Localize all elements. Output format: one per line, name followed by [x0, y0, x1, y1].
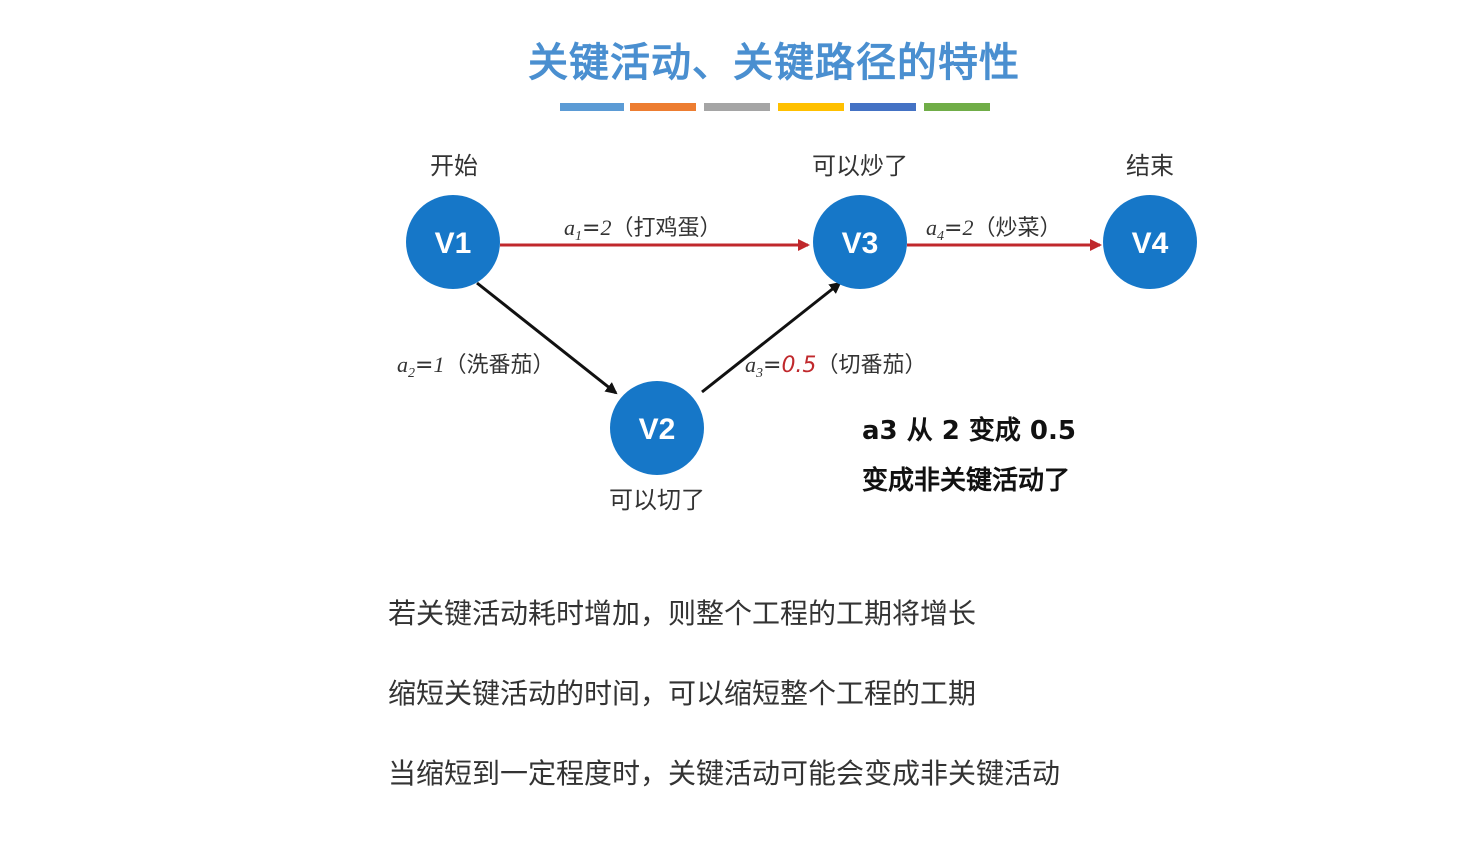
node-v4-caption: 结束: [1126, 152, 1174, 180]
property-text-2: 缩短关键活动的时间，可以缩短整个工程的工期: [388, 677, 977, 710]
node-v1: V1: [406, 195, 500, 289]
color-strip-segment: [630, 103, 696, 111]
node-v2: V2: [610, 381, 704, 475]
color-strip-segment: [778, 103, 844, 111]
edge-v1-v2: [476, 281, 618, 395]
edge-label-a2: a2=1（洗番茄）: [397, 352, 554, 381]
node-v2-label: V2: [639, 413, 676, 446]
node-v2-caption: 可以切了: [609, 486, 705, 514]
color-strip-segment: [850, 103, 916, 111]
color-strip-segment: [924, 103, 990, 111]
property-text-3: 当缩短到一定程度时，关键活动可能会变成非关键活动: [388, 757, 1061, 790]
edge-label-a3: a3=0.5（切番茄）: [745, 352, 926, 381]
node-v4: V4: [1103, 195, 1197, 289]
property-text-1: 若关键活动耗时增加，则整个工程的工期将增长: [388, 597, 977, 630]
node-v1-caption: 开始: [430, 152, 478, 180]
edge-v2-v3: [701, 281, 842, 394]
node-v1-label: V1: [435, 227, 472, 260]
page-title: 关键活动、关键路径的特性: [528, 40, 1020, 86]
edge-label-a1: a1=2（打鸡蛋）: [564, 215, 721, 244]
node-v3: V3: [813, 195, 907, 289]
color-strip-segment: [560, 103, 624, 111]
node-v3-label: V3: [842, 227, 879, 260]
note-line-2: 变成非关键活动了: [862, 466, 1071, 496]
color-strip-segment: [704, 103, 770, 111]
note-line-1: a3 从 2 变成 0.5: [862, 416, 1076, 446]
node-v3-caption: 可以炒了: [812, 152, 908, 180]
node-v4-label: V4: [1132, 227, 1169, 260]
edge-label-a4: a4=2（炒菜）: [926, 215, 1061, 244]
